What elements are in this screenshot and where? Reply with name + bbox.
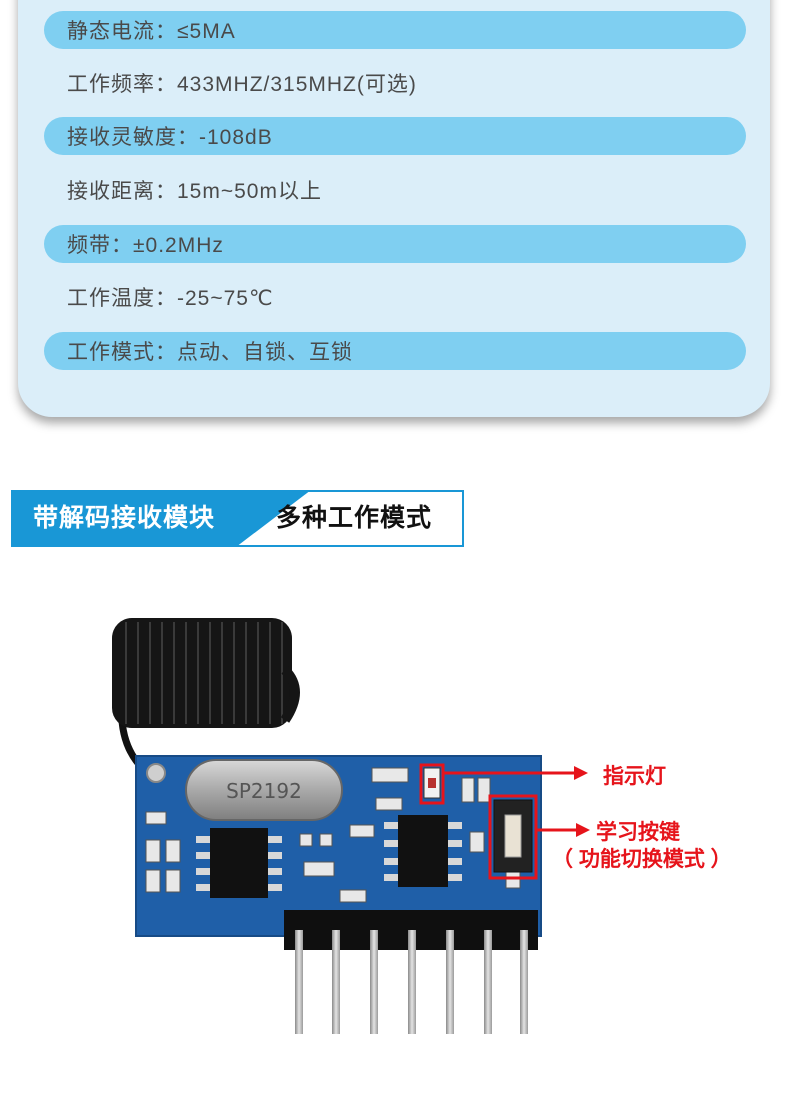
crystal-oscillator: SP2192	[185, 759, 343, 821]
spec-row-bandwidth: 频带：±0.2MHz	[44, 225, 746, 263]
indicator-highlight-box	[419, 763, 445, 805]
annotation-learn-button-sub: （ 功能切换模式 ）	[552, 848, 732, 871]
spec-text: 静态电流：≤5MA	[67, 20, 236, 43]
spec-row-sensitivity: 接收灵敏度：-108dB	[44, 117, 746, 155]
spec-text: 频带：±0.2MHz	[67, 234, 224, 257]
annotation-indicator: 指示灯	[603, 765, 666, 788]
section-title-left: 带解码接收模块	[33, 504, 216, 532]
button-highlight-box	[488, 794, 538, 880]
learn-button	[493, 799, 533, 873]
antenna-solder-pad	[146, 763, 166, 783]
annotation-learn-button: 学习按键	[596, 821, 680, 844]
spec-row-static-current: 静态电流：≤5MA	[44, 11, 746, 49]
button-arrow	[536, 823, 590, 837]
decoder-chip	[196, 828, 282, 898]
pin-header	[284, 910, 538, 1034]
spec-row-temperature: 工作温度：-25~75℃	[44, 278, 746, 316]
indicator-arrow	[443, 766, 588, 780]
spec-text: 工作温度：-25~75℃	[67, 287, 274, 310]
spec-row-distance: 接收距离：15m~50m以上	[44, 171, 746, 209]
spec-text: 接收灵敏度：-108dB	[67, 126, 273, 149]
receiver-module-image: SP2192	[112, 618, 590, 1034]
section-title-right: 多种工作模式	[276, 504, 433, 532]
receiver-chip	[384, 815, 462, 887]
spec-text: 接收距离：15m~50m以上	[67, 180, 322, 203]
spec-text: 工作模式：点动、自锁、互锁	[67, 341, 353, 364]
spec-row-mode: 工作模式：点动、自锁、互锁	[44, 332, 746, 370]
product-illustration: SP2192	[0, 600, 790, 1090]
antenna-coil	[112, 618, 300, 778]
spec-row-frequency: 工作频率：433MHZ/315MHZ(可选)	[44, 64, 746, 102]
indicator-led-lens	[428, 778, 436, 788]
crystal-marking: SP2192	[226, 779, 302, 803]
spec-text: 工作频率：433MHZ/315MHZ(可选)	[67, 73, 417, 96]
section-header: 带解码接收模块 多种工作模式	[11, 490, 464, 547]
smd-components	[145, 767, 521, 903]
